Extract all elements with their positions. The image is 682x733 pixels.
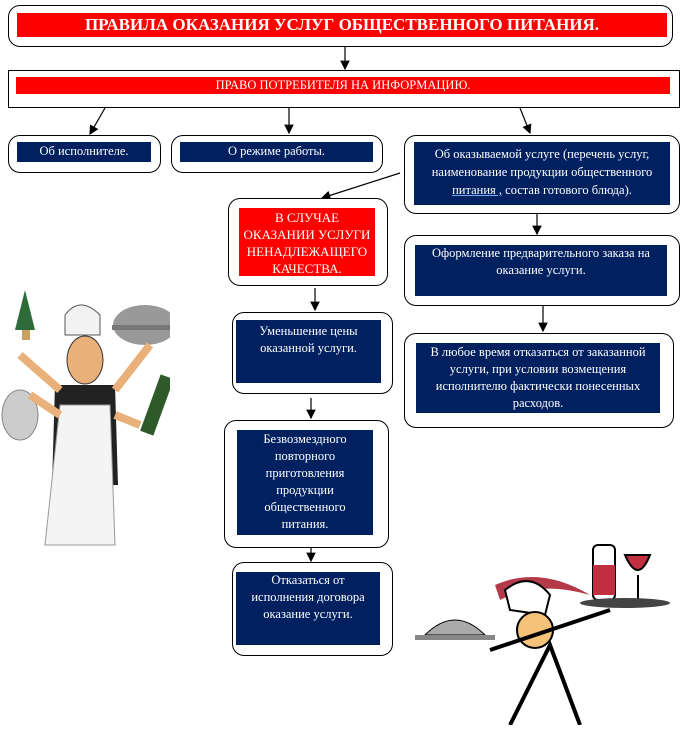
juggling-chef-illustration: [1, 290, 170, 546]
service-link[interactable]: питания ,: [452, 183, 503, 197]
service-label: Об оказываемой услуге (перечень услуг, н…: [414, 142, 670, 205]
waiter-chef-illustration: [415, 544, 670, 725]
preorder-label: Оформление предварительного заказа на ок…: [415, 245, 667, 296]
consumer-right-heading: ПРАВО ПОТРЕБИТЕЛЯ НА ИНФОРМАЦИЮ.: [16, 77, 670, 94]
cancel-label: В любое время отказаться от заказанной у…: [416, 343, 660, 413]
improper-heading: В СЛУЧАЕ ОКАЗАНИИ УСЛУГИ НЕНАДЛЕЖАЩЕГО К…: [239, 208, 375, 276]
executor-label: Об исполнителе.: [17, 142, 151, 162]
remedy-2: Безвозмездного повторного приготовления …: [237, 430, 373, 535]
remedy-1: Уменьшение цены оказанной услуги.: [236, 320, 381, 383]
remedy-3: Отказаться от исполнения договора оказан…: [236, 572, 380, 645]
service-text-end: состав готового блюда).: [502, 183, 632, 197]
page-title: ПРАВИЛА ОКАЗАНИЯ УСЛУГ ОБЩЕСТВЕННОГО ПИТ…: [17, 13, 667, 37]
service-text: Об оказываемой услуге (перечень услуг, н…: [431, 147, 653, 179]
hours-label: О режиме работы.: [180, 142, 373, 162]
